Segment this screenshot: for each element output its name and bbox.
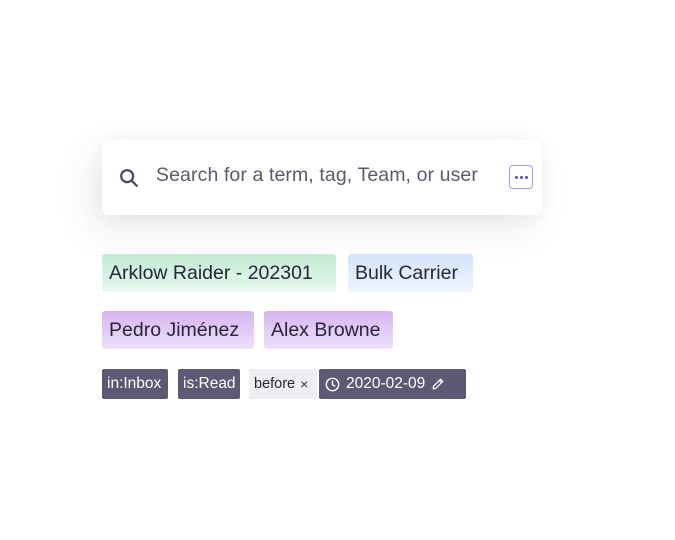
ellipsis-icon-dot <box>519 175 523 179</box>
pencil-icon[interactable] <box>431 377 445 391</box>
chip-label: is:Read <box>183 375 236 392</box>
search-icon <box>120 169 138 187</box>
ellipsis-icon <box>514 175 518 179</box>
tag-label: Pedro Jiménez <box>109 318 240 341</box>
ellipsis-icon-dot <box>524 175 528 179</box>
filter-chip-before[interactable]: before × <box>249 369 317 399</box>
chip-label: before <box>254 376 296 392</box>
search-input-placeholder[interactable]: Search for a term, tag, Team, or user <box>156 164 478 186</box>
search-box[interactable]: Search for a term, tag, Team, or user <box>102 140 542 215</box>
filter-chip-date[interactable]: 2020-02-09 <box>319 369 466 399</box>
tag-label: Bulk Carrier <box>355 261 458 284</box>
chip-label: in:Inbox <box>107 375 162 392</box>
filter-chip-inbox[interactable]: in:Inbox <box>102 369 168 399</box>
tag-label: Alex Browne <box>271 318 381 341</box>
tag-user-alex[interactable]: Alex Browne <box>264 311 393 349</box>
tag-vessel-type[interactable]: Bulk Carrier <box>348 254 473 292</box>
clock-icon <box>325 377 340 391</box>
date-value: 2020-02-09 <box>346 375 426 392</box>
more-options-button[interactable] <box>509 165 533 189</box>
tag-label: Arklow Raider - 202301 <box>109 261 313 284</box>
tag-user-pedro[interactable]: Pedro Jiménez <box>102 311 254 349</box>
filter-chip-read[interactable]: is:Read <box>178 369 240 399</box>
remove-filter-icon[interactable]: × <box>300 376 309 392</box>
tag-vessel-name[interactable]: Arklow Raider - 202301 <box>102 254 336 292</box>
